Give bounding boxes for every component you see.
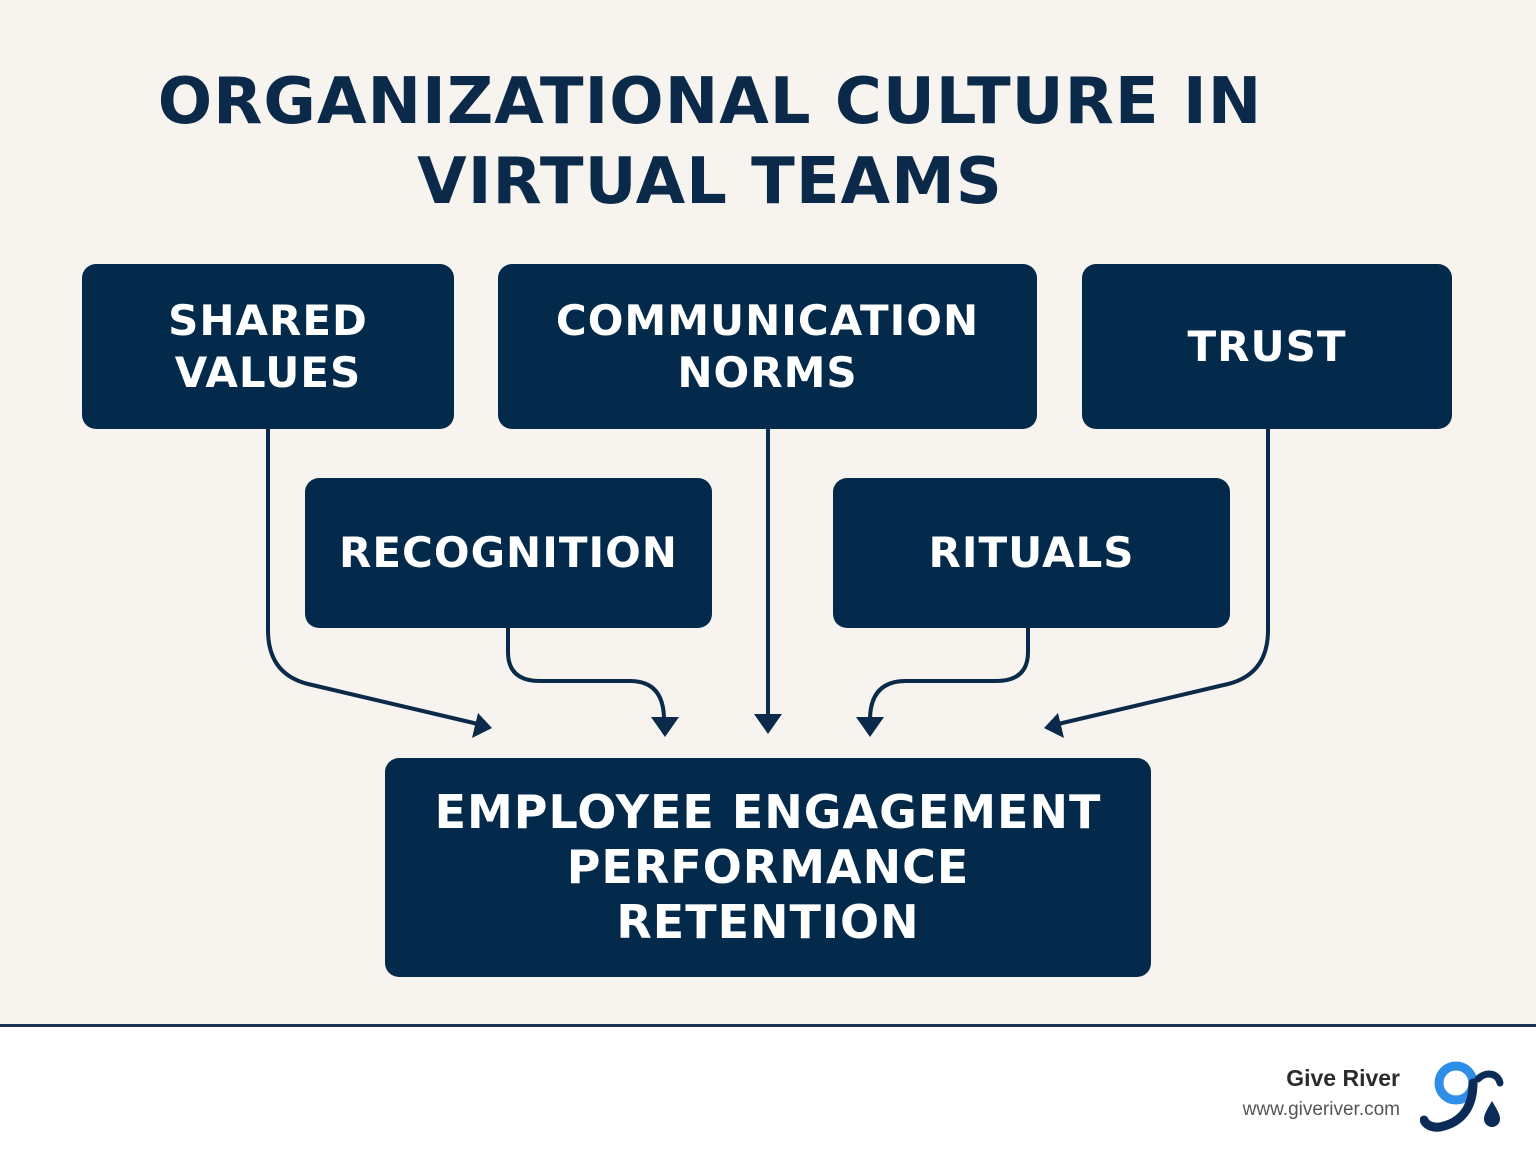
- arrowhead-trust: [1044, 713, 1064, 738]
- node-trust-label: TRUST: [1187, 321, 1347, 371]
- arrowhead-recognition: [651, 717, 679, 737]
- brand-url-link[interactable]: www.giveriver.com: [1242, 1099, 1400, 1120]
- title-line-1: ORGANIZATIONAL CULTURE IN: [157, 65, 1263, 139]
- connector-arrows: [266, 428, 1270, 738]
- arrow-trust: [1056, 428, 1270, 726]
- node-rituals-label: RITUALS: [928, 528, 1135, 577]
- node-trust: TRUST: [1082, 264, 1452, 429]
- node-outcome: EMPLOYEE ENGAGEMENT PERFORMANCE RETENTIO…: [385, 758, 1151, 977]
- node-outcome-line-1: EMPLOYEE ENGAGEMENT: [434, 785, 1102, 839]
- give-river-logo-icon: [1420, 1061, 1504, 1132]
- footer-bar: Give River www.giveriver.com: [0, 1024, 1536, 1154]
- node-shared-values: SHARED VALUES: [82, 264, 454, 429]
- brand-name: Give River: [1286, 1065, 1400, 1091]
- arrow-recognition: [506, 626, 666, 722]
- node-shared-values-line-1: SHARED: [168, 295, 368, 345]
- title-line-2: VIRTUAL TEAMS: [417, 145, 1003, 219]
- arrow-shared-values: [266, 428, 480, 726]
- node-communication-norms: COMMUNICATION NORMS: [498, 264, 1037, 429]
- arrowhead-shared-values: [472, 713, 492, 738]
- node-shared-values-line-2: VALUES: [174, 347, 362, 397]
- node-communication-norms-line-1: COMMUNICATION: [555, 295, 980, 345]
- arrow-rituals: [868, 626, 1030, 722]
- arrowhead-communication-norms: [754, 714, 782, 734]
- arrowhead-rituals: [856, 717, 884, 737]
- node-recognition: RECOGNITION: [305, 478, 712, 628]
- node-communication-norms-line-2: NORMS: [677, 347, 858, 397]
- node-outcome-line-3: RETENTION: [616, 895, 920, 949]
- node-recognition-label: RECOGNITION: [339, 528, 678, 577]
- node-rituals: RITUALS: [833, 478, 1230, 628]
- diagram-title: ORGANIZATIONAL CULTURE IN VIRTUAL TEAMS: [0, 62, 1420, 222]
- node-outcome-line-2: PERFORMANCE: [566, 840, 970, 894]
